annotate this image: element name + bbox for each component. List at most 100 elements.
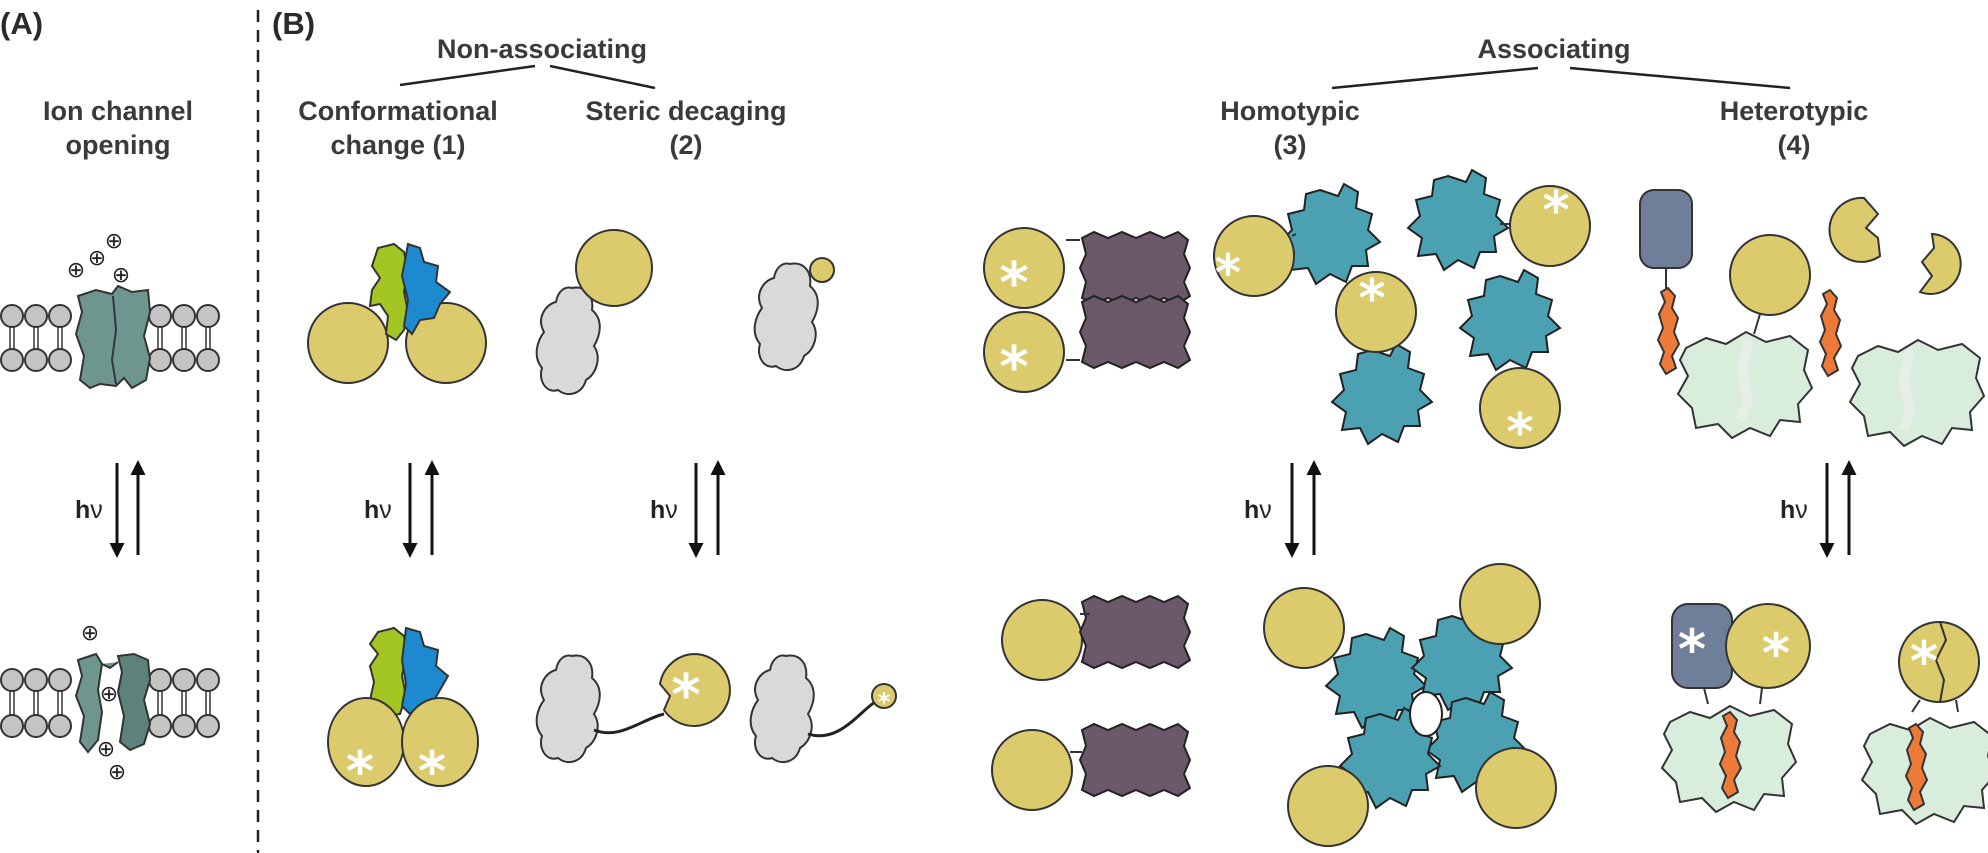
lov-domain — [1475, 747, 1557, 829]
channel-protein-open-right — [116, 652, 152, 752]
hv-arrows-4: hν — [1780, 460, 1857, 558]
lov-domain — [991, 729, 1073, 811]
activated-star: * — [1506, 403, 1533, 463]
activated-star: * — [878, 688, 891, 716]
bracket-right-non-assoc — [549, 64, 656, 90]
activated-star: * — [1762, 622, 1790, 685]
heading-homotypic-line1: Homotypic — [1220, 96, 1360, 126]
heading-steric-line1: Steric decaging — [585, 96, 786, 126]
steric-dark-small — [753, 257, 835, 372]
heading-conformational-line1: Conformational — [298, 96, 498, 126]
hv-arrows-2: hν — [650, 460, 726, 558]
lov-domain — [1335, 271, 1417, 353]
lov-domain — [983, 311, 1065, 393]
lov-domain — [575, 229, 653, 307]
cation-symbol: ⊕ — [100, 682, 118, 707]
steric-lit-small: * — [749, 654, 897, 764]
activated-star: * — [1542, 181, 1569, 241]
lov-domain — [1479, 367, 1561, 449]
lov-domain — [1729, 234, 1811, 316]
steric-lit-large: * — [535, 652, 731, 764]
blue-protein — [400, 242, 452, 336]
hv-arrows-a: hν — [75, 460, 146, 558]
lov-domain — [1287, 765, 1369, 847]
lov-domain — [1263, 587, 1345, 669]
conformational-lit: * * — [327, 626, 479, 803]
hv-label-4: hν — [1780, 496, 1808, 524]
cation-symbol: ⊕ — [81, 621, 99, 646]
homotypic-dark-teal-monomers: * * * * — [1213, 169, 1591, 463]
heading-conformational-line2: change (1) — [330, 130, 465, 160]
cation-symbol: ⊕ — [108, 760, 126, 785]
hv-arrows-3: hν — [1244, 460, 1322, 558]
lov-domain — [307, 302, 389, 384]
panel-label-a: (A) — [0, 6, 43, 41]
lov-domain-small — [871, 683, 897, 709]
cation-symbol: ⊕ — [112, 263, 130, 288]
heading-steric-line2: (2) — [670, 130, 703, 160]
lov-domain-small — [809, 257, 835, 283]
heterotypic-lit-b: * — [1861, 620, 1988, 825]
ion-channel-open — [0, 652, 220, 754]
lov-domain-lit — [658, 652, 731, 727]
bracket-right-assoc — [1569, 66, 1791, 90]
homotypic-dark-purple-complex: * * — [983, 227, 1191, 400]
channel-protein-closed — [74, 284, 152, 390]
heading-heterotypic-line2: (4) — [1778, 130, 1811, 160]
heterotypic-dark-a — [1639, 189, 1813, 439]
lov-domain — [1459, 563, 1541, 645]
split-lov-left — [1828, 196, 1882, 263]
ion-channel-closed — [0, 284, 220, 390]
lov-domain — [1725, 603, 1811, 689]
heterotypic-dark-b — [1819, 196, 1985, 447]
heading-ion-channel-line2: opening — [66, 130, 171, 160]
bracket-left-assoc — [1331, 66, 1539, 90]
lov-domain — [1001, 599, 1083, 681]
hv-arrows-1: hν — [364, 460, 440, 558]
membrane-bottom — [0, 668, 220, 738]
activated-star: * — [1678, 618, 1706, 681]
partner-box — [1639, 189, 1693, 269]
heading-homotypic-line2: (3) — [1274, 130, 1307, 160]
activated-star: * — [671, 663, 700, 728]
homotypic-lit-purple — [991, 595, 1191, 811]
membrane-left-top — [0, 304, 220, 372]
cations-bottom: ⊕ ⊕ ⊕ ⊕ — [81, 621, 126, 785]
heading-heterotypic-line1: Heterotypic — [1720, 96, 1869, 126]
hv-label-2: hν — [650, 496, 678, 524]
activated-star: * — [999, 251, 1028, 316]
heading-ion-channel-line1: Ion channel — [43, 96, 193, 126]
cation-symbol: ⊕ — [97, 737, 115, 762]
blue-protein — [400, 626, 450, 716]
steric-dark-large — [535, 229, 653, 396]
lov-domain — [1213, 215, 1295, 297]
lov-domain — [1509, 185, 1591, 267]
panel-label-b: (B) — [272, 6, 315, 41]
hv-label-1: hν — [364, 496, 392, 524]
lipid-tails-top — [9, 327, 211, 349]
lov-domain — [405, 302, 487, 384]
bracket-left-non-assoc — [399, 64, 536, 87]
heterotypic-lit-a: * * — [1661, 603, 1811, 813]
cation-symbol: ⊕ — [105, 229, 123, 254]
cation-symbol: ⊕ — [88, 246, 106, 271]
hv-label-a: hν — [75, 496, 103, 524]
lov-domain-lit — [401, 697, 479, 787]
activated-star: * — [1215, 244, 1241, 302]
activated-star: * — [1910, 630, 1938, 693]
hv-label-3: hν — [1244, 496, 1272, 524]
cation-symbol: ⊕ — [67, 258, 85, 283]
heading-non-associating: Non-associating — [437, 34, 647, 64]
cations-top: ⊕ ⊕ ⊕ ⊕ — [67, 229, 130, 288]
activated-star: * — [346, 740, 374, 803]
activated-star: * — [1358, 269, 1385, 329]
lov-domain — [983, 227, 1065, 309]
heading-associating: Associating — [1477, 34, 1630, 64]
split-lov-right — [1918, 232, 1962, 295]
homotypic-lit-teal-ring — [1263, 563, 1557, 847]
activated-star: * — [418, 740, 446, 803]
channel-protein-open-left — [74, 652, 104, 754]
conformational-dark — [307, 242, 487, 384]
activated-star: * — [999, 335, 1028, 400]
